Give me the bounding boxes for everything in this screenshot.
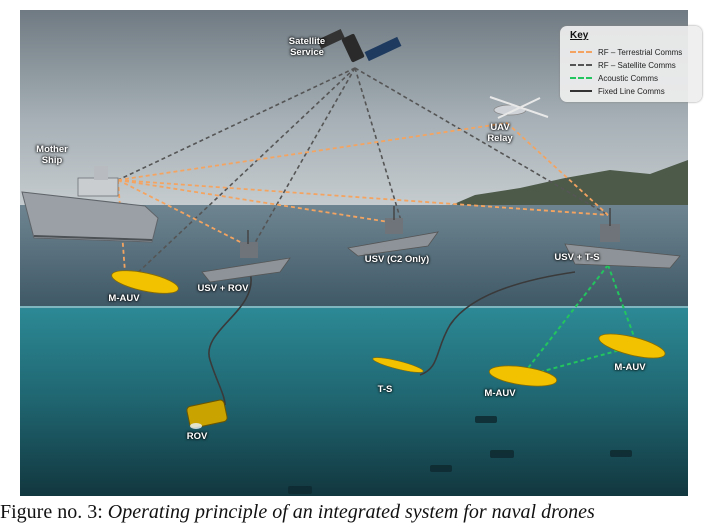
mother-ship (21, 166, 159, 243)
caption-prefix: Figure no. 3: (0, 501, 108, 523)
legend-key: Key RF – Terrestrial Comms RF – Satellit… (560, 26, 702, 102)
ts-vehicle (372, 357, 424, 373)
ts-label: T-S (377, 384, 393, 395)
legend-item-terrestrial: RF – Terrestrial Comms (570, 46, 682, 58)
m-auv-left-label: M-AUV (108, 293, 140, 304)
terrestrial-comms-links (117, 122, 609, 273)
seabed-objects (288, 416, 632, 494)
caption-text: Operating principle of an integrated sys… (107, 501, 595, 523)
uav (489, 96, 549, 119)
satellite-comms-links (117, 67, 609, 281)
rov-label: ROV (186, 431, 208, 442)
legend-label: RF – Satellite Comms (598, 60, 676, 70)
usv-ts-label: USV + T-S (554, 252, 600, 263)
usv-rov-label: USV + ROV (197, 283, 249, 294)
m-auv-right-vehicle (598, 333, 666, 359)
usv-rov-vessel (201, 230, 291, 283)
legend-label: Fixed Line Comms (598, 86, 665, 96)
legend-title: Key (570, 30, 589, 41)
m-auv-left-vehicle (111, 270, 179, 294)
usv-c2-vessel (347, 206, 439, 257)
figure-caption: Figure no. 3: Operating principle of an … (0, 501, 720, 525)
operating-diagram: Satellite Service UAV Relay Mother Ship … (20, 10, 702, 496)
legend-label: RF – Terrestrial Comms (598, 47, 683, 57)
underwater (20, 306, 688, 496)
m-auv-mid-vehicle (488, 365, 558, 387)
mother-ship-label: Mother Ship (36, 144, 68, 166)
usv-ts-vessel (564, 208, 681, 269)
fixed-line-swatch (570, 90, 592, 92)
satellite (317, 28, 402, 63)
satellite-label: Satellite Service (288, 36, 326, 58)
legend-item-satellite: RF – Satellite Comms (570, 59, 676, 71)
legend-label: Acoustic Comms (598, 73, 659, 83)
uav-label: UAV Relay (487, 122, 513, 144)
terrestrial-line-swatch (570, 51, 592, 53)
m-auv-right-label: M-AUV (614, 362, 646, 373)
rov-vehicle (186, 399, 228, 429)
acoustic-line-swatch (570, 77, 592, 79)
legend-item-acoustic: Acoustic Comms (570, 72, 658, 84)
m-auv-mid-label: M-AUV (484, 388, 516, 399)
satellite-line-swatch (570, 64, 592, 66)
fixed-line-tethers (208, 271, 576, 406)
usv-c2-label: USV (C2 Only) (364, 254, 430, 265)
legend-item-fixed-line: Fixed Line Comms (570, 85, 665, 97)
